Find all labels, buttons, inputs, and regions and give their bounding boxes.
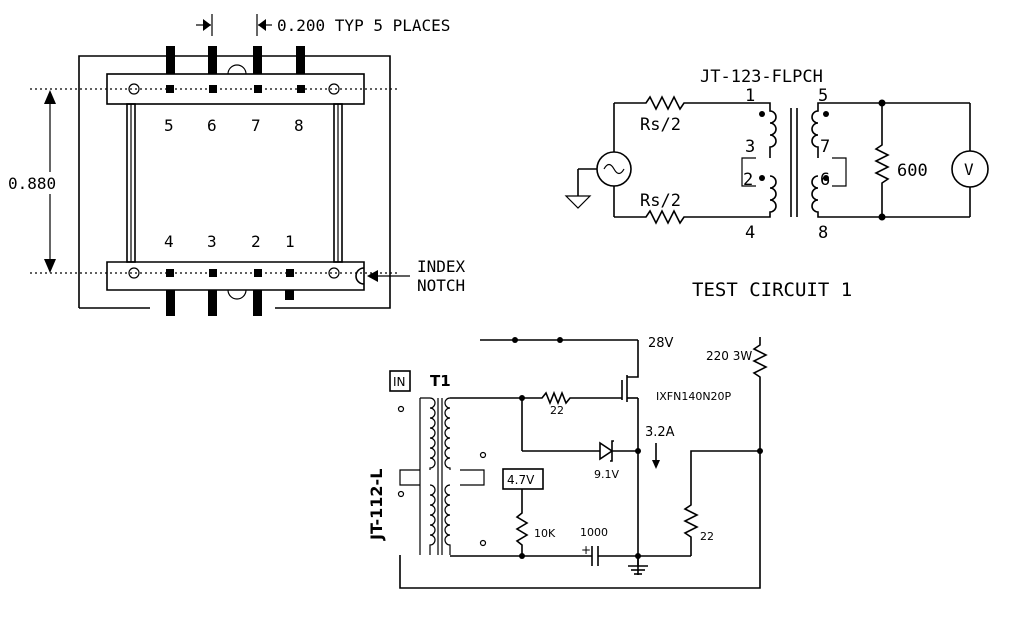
test-pin-label: 7 <box>820 137 830 157</box>
transformer-label: T1 <box>430 372 451 390</box>
footprint-top-pin <box>166 46 175 74</box>
rs-bottom-label: Rs/2 <box>640 191 681 211</box>
t1-primary-lower <box>429 484 436 555</box>
pitch-arrow-right <box>258 19 266 31</box>
dimension-label-bg <box>8 172 74 194</box>
bias-source-label: 4.7V <box>507 473 535 487</box>
source-resistor-label: 22 <box>700 530 714 543</box>
dimension-arrow-up <box>44 90 56 104</box>
supply-resistor-label: 220 3W <box>706 349 752 363</box>
footprint-pin-label: 5 <box>164 116 174 135</box>
ground-icon <box>564 195 592 209</box>
primary-jumper <box>741 157 756 187</box>
footprint-body-outline <box>78 55 391 309</box>
voltmeter-symbol <box>951 150 989 188</box>
test-circuit-caption: TEST CIRCUIT 1 <box>692 279 852 301</box>
bottom-return-wire <box>399 555 761 589</box>
footprint-top-pin <box>296 46 305 74</box>
supply-resistor <box>752 337 768 580</box>
dimension-arrow-down <box>44 259 56 273</box>
zener-label: 9.1V <box>594 468 619 481</box>
footprint-pin-label: 1 <box>285 232 295 251</box>
zener-diode <box>599 441 614 461</box>
application-circuit: 28V 220 3W IN T1 JT-112-L 22 <box>367 336 768 589</box>
footprint-pin-label: 7 <box>251 116 261 135</box>
notch-label: NOTCH <box>417 276 465 295</box>
bias-source-box <box>502 468 544 490</box>
t1-secondary-tap <box>460 469 485 486</box>
footprint-bottom-pin <box>166 290 175 316</box>
footprint-pin-label: 2 <box>251 232 261 251</box>
t1-primary-upper <box>420 397 436 470</box>
current-label: 3.2A <box>645 425 675 440</box>
capacitor-label: 1000 <box>580 526 608 539</box>
load-resistor <box>874 103 890 217</box>
transformer-part-label: JT-112-L <box>367 469 386 541</box>
footprint-bottom-rail <box>106 261 365 291</box>
test-pin-label: 8 <box>818 223 828 243</box>
footprint-pin-label: 6 <box>207 116 217 135</box>
primary-winding-upper <box>760 102 777 158</box>
rs-bottom-resistor <box>614 209 760 225</box>
footprint-top-bump <box>227 64 247 75</box>
pitch-note: 0.200 TYP 5 PLACES <box>277 16 450 35</box>
test-part-number: JT-123-FLPCH <box>700 67 823 87</box>
t1-secondary-upper <box>444 397 451 470</box>
test-pin-label: 4 <box>745 223 755 243</box>
capacitor-polarity: + <box>581 543 591 557</box>
secondary-jumper <box>832 157 847 187</box>
footprint-bottom-bump <box>227 289 247 300</box>
height-dimension-label: 0.880 <box>8 174 56 193</box>
secondary-winding-lower <box>811 175 830 218</box>
mosfet-drain-lead <box>627 375 639 378</box>
index-label: INDEX <box>417 257 466 276</box>
pitch-arrow-left <box>203 19 211 31</box>
primary-winding-lower <box>760 175 777 218</box>
load-label: 600 <box>897 161 928 181</box>
index-arrow <box>367 270 378 282</box>
test-pin-label: 6 <box>820 170 830 190</box>
footprint-drawing: 0.880 0.200 TYP 5 PLACES 5 6 7 8 4 3 2 1… <box>8 14 466 316</box>
source-resistor <box>683 450 760 556</box>
footprint-pin-label: 3 <box>207 232 217 251</box>
footprint-index-notch <box>355 267 365 285</box>
footprint-bottom-pin <box>208 290 217 316</box>
t1-primary-tap <box>399 469 420 486</box>
supply-label: 28V <box>648 336 674 351</box>
bias-resistor <box>515 489 529 556</box>
footprint-bottom-pin <box>253 290 262 316</box>
test-pin-label: 5 <box>818 86 828 106</box>
footprint-top-pin <box>208 46 217 74</box>
gate-resistor <box>522 390 622 406</box>
footprint-top-pin <box>253 46 262 74</box>
bias-resistor-label: 10K <box>534 527 556 540</box>
rs-top-resistor <box>614 95 760 111</box>
test-pin-label: 3 <box>745 137 755 157</box>
rs-top-label: Rs/2 <box>640 115 681 135</box>
sine-wave-glyph <box>603 163 625 175</box>
footprint-pin-label: 8 <box>294 116 304 135</box>
test-pin-label: 2 <box>743 170 753 190</box>
t1-secondary-lower <box>444 484 451 555</box>
secondary-winding-upper <box>811 102 830 158</box>
test-pin-label: 1 <box>745 86 755 106</box>
mosfet-label: IXFN140N20P <box>656 390 732 403</box>
current-arrowhead <box>652 460 660 469</box>
input-label: IN <box>393 375 406 389</box>
input-box <box>389 370 411 392</box>
test-circuit: JT-123-FLPCH Rs/2 Rs/2 1 3 2 <box>564 67 989 301</box>
gate-resistor-label: 22 <box>550 404 564 417</box>
footprint-bottom-pin-1 <box>285 290 294 300</box>
footprint-pin-label: 4 <box>164 232 174 251</box>
voltmeter-label: V <box>964 160 974 179</box>
